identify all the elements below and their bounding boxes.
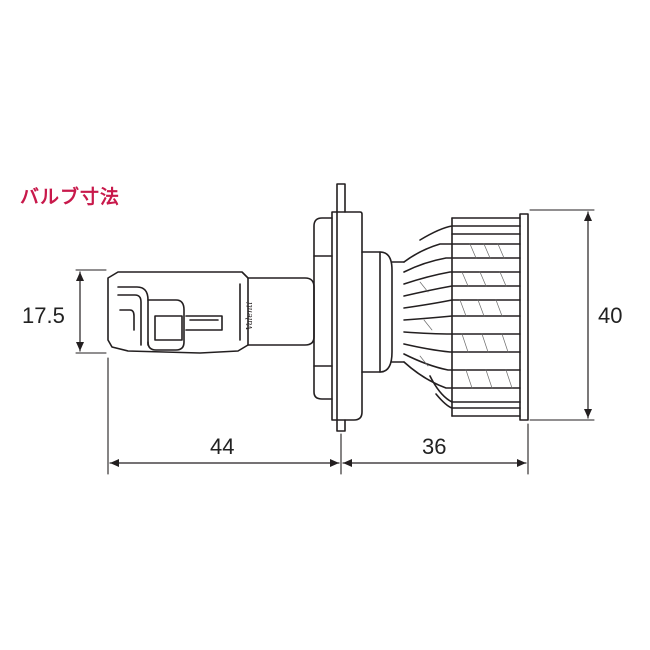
brand-logo: Valenti: [245, 302, 254, 330]
dim-label-40: 40: [598, 303, 623, 328]
bulb-neck: [361, 251, 405, 373]
dim-label-36: 36: [422, 434, 447, 459]
dim-label-17-5: 17.5: [22, 303, 65, 328]
diagram-title: バルブ寸法: [20, 186, 121, 208]
led-board: [107, 271, 315, 354]
heatsink: [403, 213, 529, 421]
heatsink-hatching: [419, 243, 513, 389]
dim-label-44: 44: [210, 434, 235, 459]
extension-lines: [75, 209, 595, 475]
mounting-flange: [313, 183, 363, 432]
